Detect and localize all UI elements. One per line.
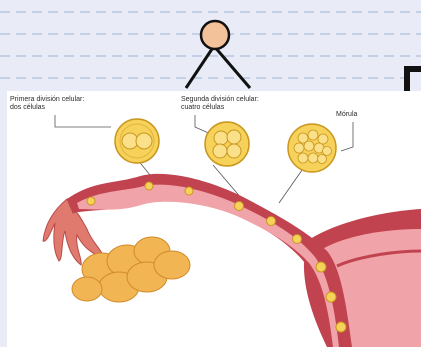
- label-second-division: Segunda división celular: cuatro células: [181, 96, 321, 112]
- leader-line-first: [55, 115, 111, 127]
- tree-node-circle: [201, 21, 229, 49]
- fertilization-diagram: Primera división celular: dos células Se…: [7, 91, 421, 347]
- leader-line-morula: [341, 122, 353, 151]
- reproductive-tract-illustration: [7, 91, 421, 347]
- label-first-division: Primera división celular: dos células: [10, 96, 120, 112]
- four-cell-stage: [205, 122, 249, 166]
- morula-stage: [288, 124, 336, 172]
- two-cell-stage: [115, 119, 159, 163]
- label-morula: Mórula: [336, 111, 357, 119]
